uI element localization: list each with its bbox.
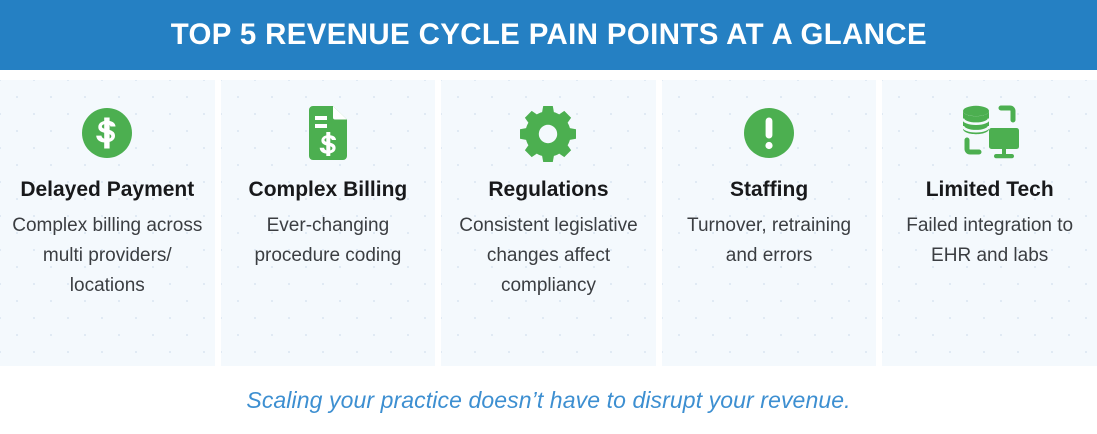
card-title: Limited Tech — [925, 178, 1054, 201]
card-body: Consistent legislative changes affect co… — [459, 215, 638, 297]
exclamation-circle-icon — [742, 102, 796, 164]
card-title: Complex Billing — [248, 178, 408, 201]
gear-icon — [519, 102, 577, 164]
invoice-document-icon — [305, 102, 351, 164]
header-bar: TOP 5 REVENUE CYCLE PAIN POINTS AT A GLA… — [0, 0, 1097, 70]
card-title: Delayed Payment — [20, 178, 195, 201]
card-staffing: Staffing Turnover, retraining and errors — [662, 80, 877, 366]
card-title: Regulations — [488, 178, 609, 201]
footer-bar: Scaling your practice doesn’t have to di… — [0, 366, 1097, 434]
footer-tagline: Scaling your practice doesn’t have to di… — [246, 386, 851, 413]
card-body: Turnover, retraining and errors — [687, 215, 852, 267]
card-title: Staffing — [730, 178, 809, 201]
card-body: Ever-changing procedure coding — [254, 215, 402, 267]
page-title: TOP 5 REVENUE CYCLE PAIN POINTS AT A GLA… — [170, 18, 927, 51]
database-monitor-icon — [959, 102, 1021, 164]
cards-row: Delayed Payment Complex billing across m… — [0, 70, 1097, 366]
card-body: Complex billing across multi providers/ … — [12, 215, 203, 297]
card-complex-billing: Complex Billing Ever-changing procedure … — [221, 80, 436, 366]
card-delayed-payment: Delayed Payment Complex billing across m… — [0, 80, 215, 366]
dollar-circle-icon — [79, 102, 135, 164]
card-regulations: Regulations Consistent legislative chang… — [441, 80, 656, 366]
card-limited-tech: Limited Tech Failed integration to EHR a… — [882, 80, 1097, 366]
card-body: Failed integration to EHR and labs — [906, 215, 1074, 267]
